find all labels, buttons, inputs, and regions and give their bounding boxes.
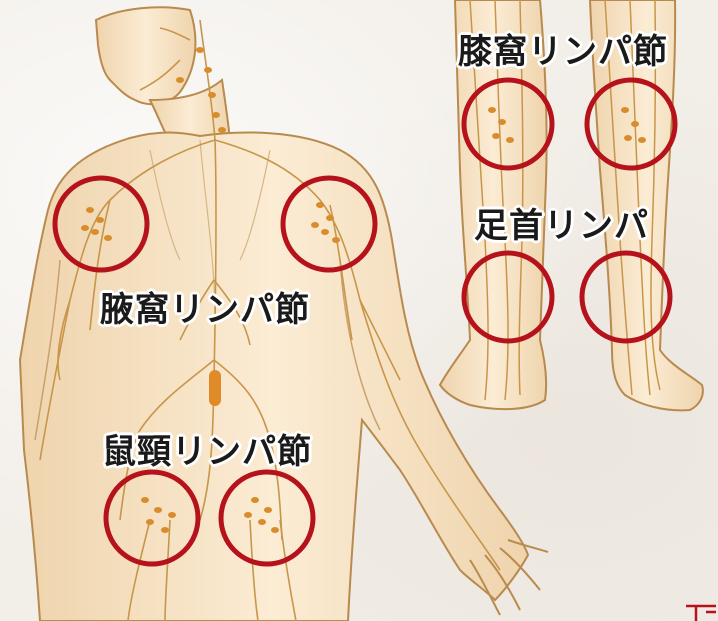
corner-mark-icon: [686, 606, 716, 621]
label-inguinal-lymph-nodes: 鼠頸リンパ節: [102, 424, 312, 473]
label-axillary-lymph-nodes: 腋窩リンパ節: [100, 282, 310, 331]
label-popliteal-lymph-nodes: 膝窩リンパ節: [458, 24, 668, 73]
label-ankle-lymph: 足首リンパ: [474, 198, 649, 247]
